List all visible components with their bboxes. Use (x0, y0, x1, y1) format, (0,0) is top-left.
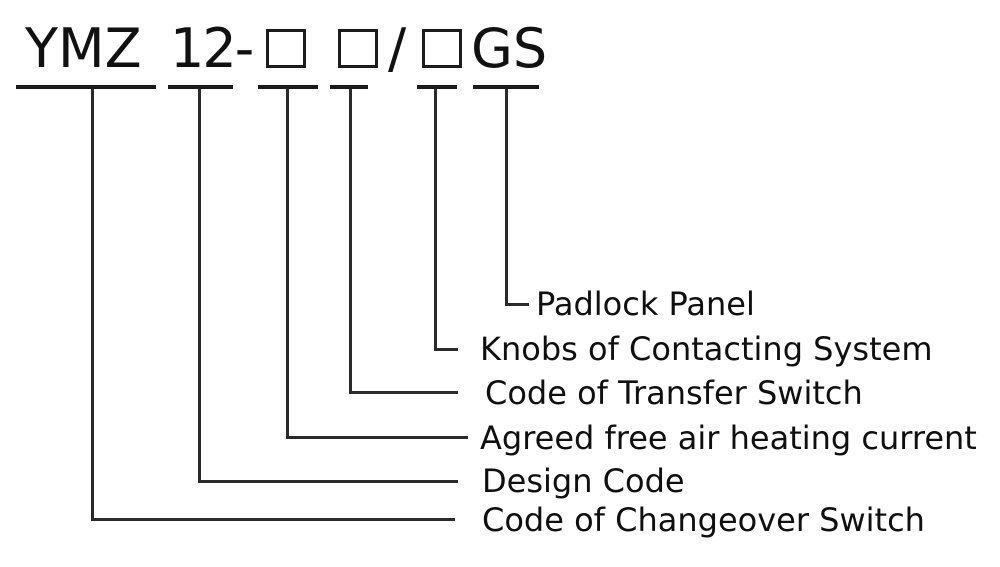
label-design-code: Design Code (482, 462, 685, 500)
leader-vline-changeover-code (91, 89, 94, 521)
underline-heating-current (258, 85, 318, 89)
label-heating-current: Agreed free air heating current (480, 419, 977, 457)
placeholder-box-knobs (422, 29, 462, 68)
leader-hline-knobs (434, 348, 458, 351)
leader-hline-heating-current (286, 436, 468, 439)
placeholder-box-transfer-switch (338, 29, 378, 68)
model-code-series: YMZ (25, 17, 142, 80)
underline-padlock-panel (473, 85, 539, 89)
model-code-suffix: GS (471, 17, 548, 80)
label-knobs: Knobs of Contacting System (480, 330, 933, 368)
label-padlock-panel: Padlock Panel (536, 285, 755, 323)
underline-knobs (417, 85, 457, 89)
underline-changeover-code (16, 85, 156, 89)
label-changeover-code: Code of Changeover Switch (482, 501, 925, 539)
model-code-design-number: 12- (170, 17, 254, 80)
label-transfer-switch: Code of Transfer Switch (485, 374, 863, 412)
leader-hline-changeover-code (91, 518, 455, 521)
placeholder-box-heating-current (266, 29, 306, 68)
leader-hline-design-code (198, 480, 458, 483)
leader-hline-transfer-switch (349, 391, 458, 394)
leader-vline-transfer-switch (349, 89, 352, 394)
model-code-separator: / (388, 17, 407, 80)
leader-vline-heating-current (286, 89, 289, 439)
leader-vline-design-code (198, 89, 201, 483)
underline-design-code (168, 85, 233, 89)
underline-transfer-switch (330, 85, 368, 89)
leader-vline-knobs (434, 89, 437, 351)
leader-vline-padlock-panel (505, 89, 508, 306)
leader-hline-padlock-panel (505, 303, 529, 306)
